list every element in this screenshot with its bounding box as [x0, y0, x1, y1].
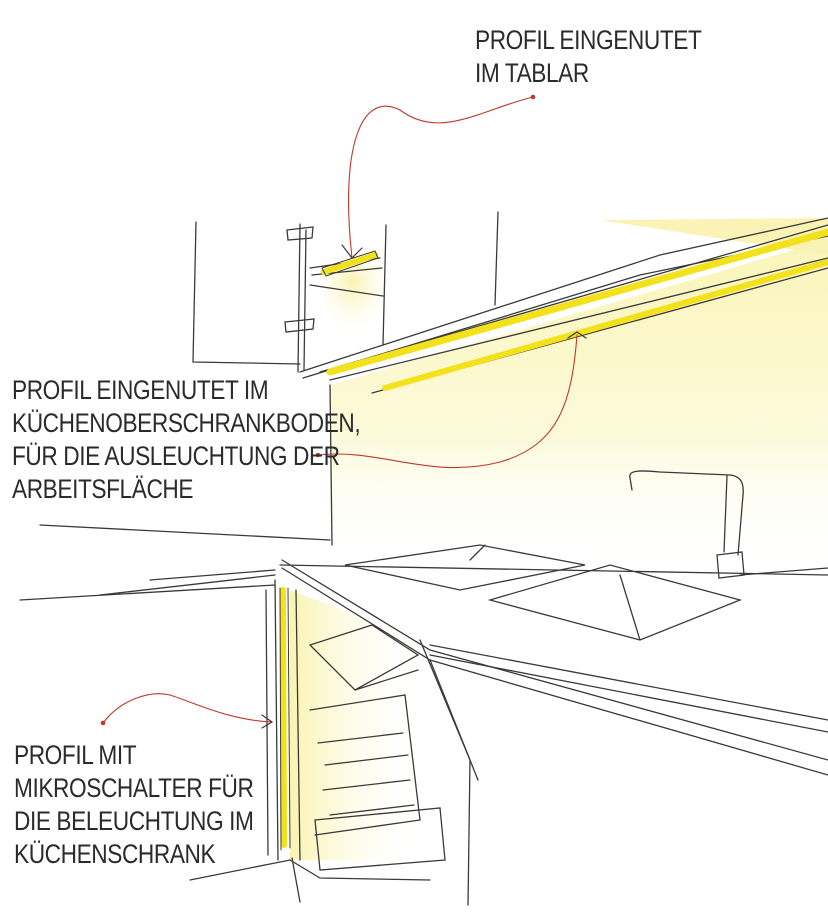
led-strips	[280, 228, 828, 848]
leader-mikro	[102, 693, 273, 724]
counter-and-sink	[19, 384, 828, 776]
leader-lines	[102, 96, 578, 724]
lower-cabinet	[189, 579, 479, 906]
label-line: FÜR DIE AUSLEUCHTUNG DER	[12, 440, 340, 471]
leader-tablar	[347, 96, 534, 259]
label-line: ARBEITSFLÄCHE	[12, 473, 194, 504]
label-profil-oberschrank: PROFIL EINGENUTET IM KÜCHENOBERSCHRANKBO…	[12, 374, 361, 506]
label-line: IM TABLAR	[475, 57, 589, 88]
led-strip-cabinet	[280, 587, 287, 848]
led-strip-upper-front	[326, 228, 828, 376]
label-line: PROFIL EINGENUTET IM	[12, 375, 269, 405]
label-line: DIE BELEUCHTUNG IM	[14, 805, 254, 836]
label-line: PROFIL MIT	[14, 740, 137, 770]
upper-glow	[600, 218, 828, 255]
label-line: KÜCHENSCHRANK	[14, 838, 216, 869]
label-line: PROFIL EINGENUTET	[475, 25, 702, 55]
led-strip-upper-back	[382, 259, 828, 391]
led-strip-shelf	[321, 252, 378, 275]
wall-glow	[330, 240, 828, 570]
label-profil-tablar: PROFIL EINGENUTET IM TABLAR	[475, 24, 702, 90]
label-line: KÜCHENOBERSCHRANKBODEN,	[12, 407, 361, 438]
shelf-glow	[320, 258, 385, 340]
leader-oberschrank	[317, 334, 578, 469]
label-line: MIKROSCHALTER FÜR	[14, 772, 254, 803]
label-profil-mikroschalter: PROFIL MIT MIKROSCHALTER FÜR DIE BELEUCH…	[14, 739, 254, 871]
